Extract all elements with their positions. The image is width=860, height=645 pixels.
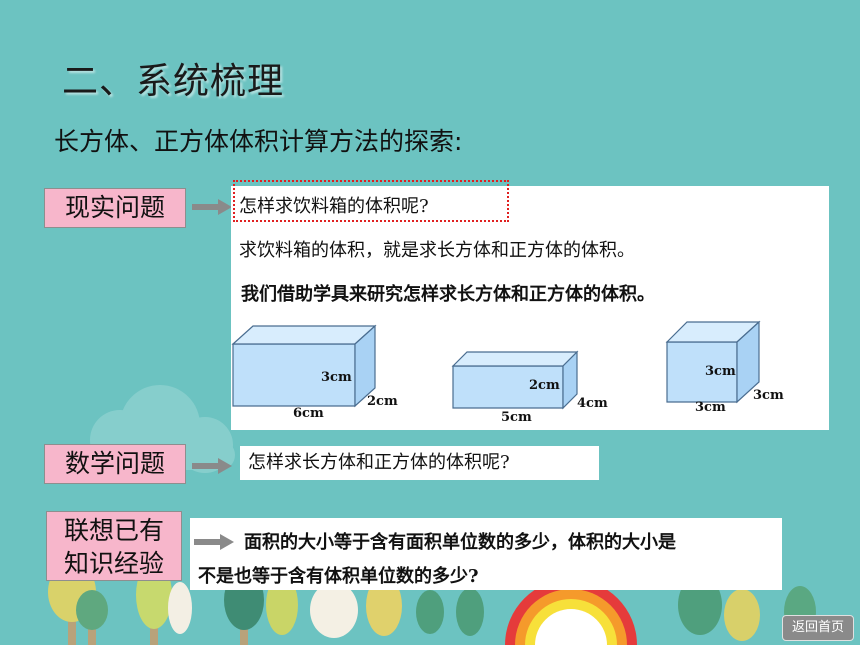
cube-figure <box>665 320 761 404</box>
knowledge-label-line-1: 联想已有 <box>63 516 164 545</box>
cuboid-1-length: 6cm <box>293 406 324 421</box>
reality-content-panel: 怎样求饮料箱的体积呢? 求饮料箱的体积，就是求长方体和正方体的体积。 我们借助学… <box>231 180 829 430</box>
reality-line-2: 求饮料箱的体积，就是求长方体和正方体的体积。 <box>239 240 635 261</box>
question-highlight-frame <box>233 180 509 222</box>
cuboid-2-width: 4cm <box>577 396 608 411</box>
knowledge-text-line-1: 面积的大小等于含有面积单位数的多少，体积的大小是 <box>244 532 676 553</box>
cube-width: 3cm <box>753 388 784 403</box>
cube-height: 3cm <box>705 364 736 379</box>
math-question-panel: 怎样求长方体和正方体的体积呢? <box>240 446 599 480</box>
arrow-right-icon <box>192 458 232 474</box>
knowledge-text-panel: 面积的大小等于含有面积单位数的多少，体积的大小是 不是也等于含有体积单位数的多少… <box>190 518 782 590</box>
cuboid-2-length: 5cm <box>501 410 532 425</box>
reality-question: 怎样求饮料箱的体积呢? <box>239 196 429 217</box>
cuboid-2-figure <box>451 350 579 410</box>
page-subtitle: 长方体、正方体体积计算方法的探索: <box>54 127 463 156</box>
cuboid-1-figure <box>231 324 377 408</box>
knowledge-label-line-2: 知识经验 <box>63 549 164 578</box>
cuboid-2-height: 2cm <box>529 378 560 393</box>
reality-problem-label: 现实问题 <box>44 188 186 228</box>
math-problem-label: 数学问题 <box>44 444 186 484</box>
rainbow-decoration <box>505 579 637 645</box>
arrow-right-icon <box>194 534 234 550</box>
knowledge-text-line-2: 不是也等于含有体积单位数的多少? <box>198 566 479 587</box>
cuboid-1-width: 2cm <box>367 394 398 409</box>
page-title: 二、系统梳理 <box>62 61 285 102</box>
cuboid-1-height: 3cm <box>321 370 352 385</box>
knowledge-label: 联想已有 知识经验 <box>46 511 182 581</box>
arrow-right-icon <box>192 199 232 215</box>
cube-length: 3cm <box>695 400 726 415</box>
tree-decoration <box>48 561 816 645</box>
return-home-button[interactable]: 返回首页 <box>782 615 854 641</box>
reality-line-3: 我们借助学具来研究怎样求长方体和正方体的体积。 <box>241 284 655 305</box>
